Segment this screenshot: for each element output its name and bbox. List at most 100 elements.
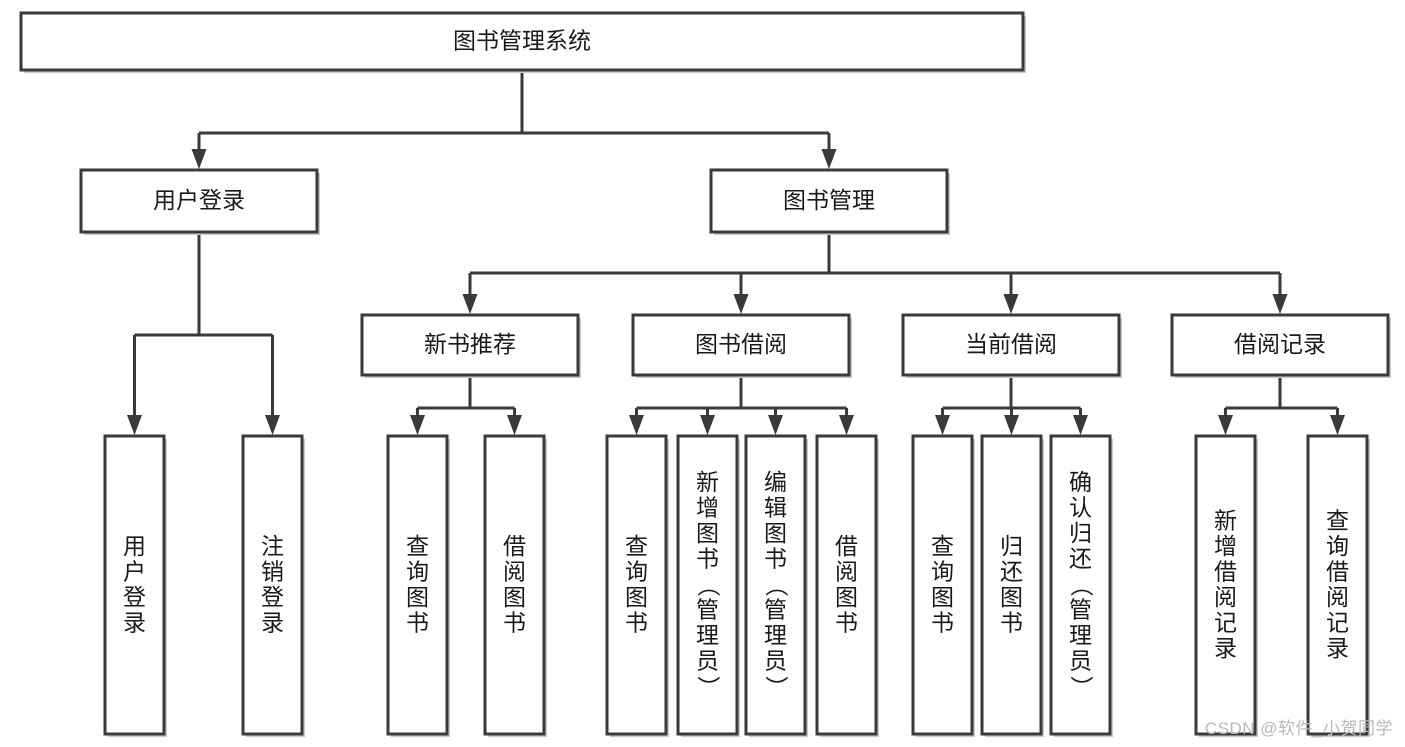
- node-label-char: 图: [931, 584, 954, 610]
- node-label-char: ）: [1069, 676, 1095, 699]
- arrow-head-current-borrow: [1003, 294, 1019, 314]
- node-rect[interactable]: [1049, 434, 1112, 736]
- node-label-char: 登: [123, 584, 146, 610]
- node-label-char: 借: [835, 533, 858, 559]
- node-label-char: 辑: [764, 495, 787, 521]
- node-rect[interactable]: [815, 434, 878, 736]
- node-label-char: 询: [1326, 533, 1349, 559]
- node-rect[interactable]: [744, 434, 807, 736]
- node-label: 图书借阅: [695, 331, 787, 357]
- connector-layer: [127, 70, 1345, 435]
- node-rect[interactable]: [901, 313, 1121, 377]
- node-rect[interactable]: [605, 434, 668, 736]
- node-new-book-recommend[interactable]: 新书推荐: [360, 313, 581, 378]
- arrow-head-borrow-record: [1272, 294, 1288, 314]
- node-root[interactable]: 图书管理系统: [19, 11, 1026, 73]
- node-leaf-query-book-rec[interactable]: 查询图书查询图书: [386, 434, 450, 737]
- node-label-char: 还: [1069, 546, 1092, 572]
- node-leaf-add-record[interactable]: 新增借阅记录新增借阅记录: [1194, 434, 1258, 737]
- node-label-char: 员: [696, 648, 719, 674]
- node-rect[interactable]: [103, 434, 166, 736]
- node-rect[interactable]: [19, 11, 1025, 72]
- node-label-char: 查: [625, 533, 648, 559]
- node-label-char: 借: [1326, 558, 1349, 584]
- node-label-char: （: [696, 574, 722, 597]
- node-current-borrow[interactable]: 当前借阅: [901, 313, 1122, 378]
- node-label-char: 书: [1000, 609, 1023, 635]
- node-rect[interactable]: [980, 434, 1043, 736]
- node-leaf-query-record[interactable]: 查询借阅记录查询借阅记录: [1306, 434, 1370, 737]
- node-label-char: 图: [835, 584, 858, 610]
- node-label-char: 用: [123, 533, 146, 559]
- arrow-head-book-borrow: [733, 294, 749, 314]
- arrow-head-new-book-recommend: [462, 294, 478, 314]
- node-borrow-record[interactable]: 借阅记录: [1170, 313, 1391, 378]
- node-label-char: 查: [406, 533, 429, 559]
- node-label-char: 阅: [835, 558, 858, 584]
- node-label-char: 记: [1214, 609, 1237, 635]
- node-label-char: 询: [406, 558, 429, 584]
- node-rect[interactable]: [483, 434, 546, 736]
- node-rect[interactable]: [1194, 434, 1257, 736]
- arrow-head-user-login: [191, 149, 207, 169]
- node-label-char: 图: [696, 520, 719, 546]
- node-rect[interactable]: [709, 168, 949, 234]
- node-book-manage[interactable]: 图书管理: [709, 168, 950, 235]
- node-leaf-return-book[interactable]: 归还图书归还图书: [980, 434, 1044, 737]
- node-label-char: 录: [1326, 635, 1349, 661]
- node-leaf-borrow-book-rec[interactable]: 借阅图书借阅图书: [483, 434, 547, 737]
- node-rect[interactable]: [1306, 434, 1369, 736]
- node-rect[interactable]: [1170, 313, 1390, 377]
- node-rect[interactable]: [386, 434, 449, 736]
- node-label-char: 归: [1000, 533, 1023, 559]
- node-label-char: 员: [764, 648, 787, 674]
- node-label-char: 管: [764, 597, 787, 623]
- node-rect[interactable]: [676, 434, 739, 736]
- node-leaf-borrow-book[interactable]: 借阅图书借阅图书: [815, 434, 879, 737]
- arrow-head-leaf-borrow-book: [839, 415, 854, 435]
- node-label-char: 新: [696, 469, 719, 495]
- arrow-head-leaf-logout: [265, 415, 280, 435]
- node-label-char: 图: [1000, 584, 1023, 610]
- node-label-char: 管: [696, 597, 719, 623]
- node-label-char: 理: [696, 622, 719, 648]
- node-label: 借阅记录: [1234, 331, 1326, 357]
- node-label-char: 增: [696, 495, 719, 521]
- node-label-char: 理: [1069, 622, 1092, 648]
- node-label: 图书管理: [783, 187, 875, 213]
- arrow-head-leaf-query-book-cur: [935, 415, 950, 435]
- node-label: 当前借阅: [965, 331, 1057, 357]
- node-leaf-user-login[interactable]: 用户登录用户登录: [103, 434, 167, 737]
- node-label-char: ）: [696, 676, 722, 699]
- node-label-char: 录: [123, 609, 146, 635]
- node-label-char: 销: [261, 558, 284, 584]
- node-label-char: 注: [261, 533, 284, 559]
- node-label-char: 书: [764, 546, 787, 572]
- node-leaf-query-book-cur[interactable]: 查询图书查询图书: [911, 434, 975, 737]
- node-label-char: 查: [931, 533, 954, 559]
- node-user-login[interactable]: 用户登录: [79, 168, 320, 235]
- node-label-char: 阅: [503, 558, 526, 584]
- arrow-head-leaf-add-book: [700, 415, 715, 435]
- node-label-char: 图: [764, 520, 787, 546]
- node-rect[interactable]: [911, 434, 974, 736]
- node-label-char: 图: [406, 584, 429, 610]
- node-label: 图书管理系统: [453, 28, 591, 54]
- node-label-char: 确: [1069, 469, 1092, 495]
- arrow-head-leaf-return-book: [1004, 415, 1019, 435]
- node-book-borrow[interactable]: 图书借阅: [631, 313, 852, 378]
- node-rect[interactable]: [79, 168, 319, 234]
- node-leaf-query-book-borrow[interactable]: 查询图书查询图书: [605, 434, 669, 737]
- node-rect[interactable]: [631, 313, 851, 377]
- node-label-char: 户: [123, 558, 146, 584]
- node-label-char: 编: [764, 469, 787, 495]
- node-rect[interactable]: [360, 313, 580, 377]
- arrow-head-leaf-query-book-rec: [410, 415, 425, 435]
- node-rect[interactable]: [241, 434, 304, 736]
- node-leaf-logout[interactable]: 注销登录注销登录: [241, 434, 305, 737]
